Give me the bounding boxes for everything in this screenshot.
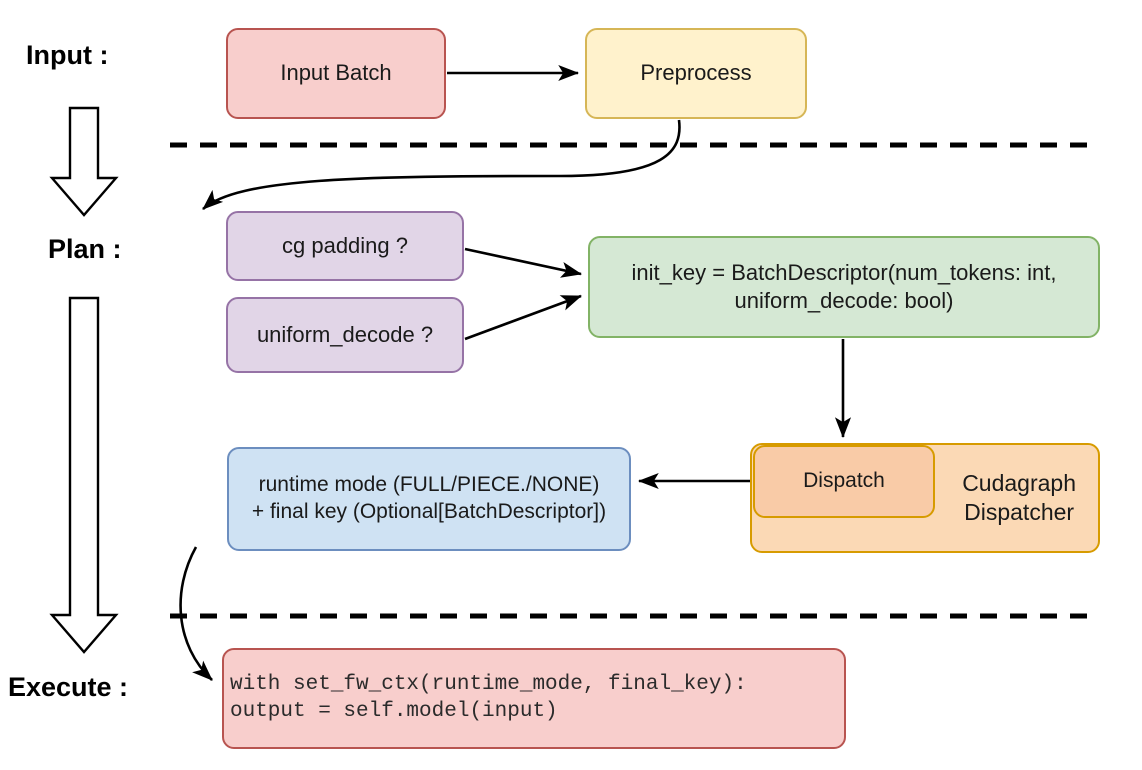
node-uniform-decode-label: uniform_decode ? <box>256 321 434 347</box>
node-uniform-decode[interactable]: uniform_decode ? <box>226 297 464 373</box>
node-cudagraph-dispatcher-label: Cudagraph Dispatcher <box>962 469 1076 525</box>
node-cg-padding[interactable]: cg padding ? <box>226 211 464 281</box>
node-runtime-mode-label: runtime mode (FULL/PIECE./NONE) + final … <box>251 473 607 523</box>
runtime-mode-to-code-arrow <box>179 546 213 681</box>
node-cg-padding-label: cg padding ? <box>282 232 408 258</box>
stage-label-execute: Execute : <box>8 672 129 702</box>
node-init-key-label: init_key = BatchDescriptor(num_tokens: i… <box>631 259 1057 313</box>
node-code-block-label: with set_fw_ctx(runtime_mode, final_key)… <box>230 672 747 723</box>
node-preprocess-label: Preprocess <box>640 60 752 86</box>
plan-to-execute-block-arrow <box>49 296 119 654</box>
input-to-plan-block-arrow <box>49 106 119 217</box>
uniform-decode-to-init-key-arrow <box>464 294 582 341</box>
node-preprocess[interactable]: Preprocess <box>585 28 807 119</box>
node-runtime-mode[interactable]: runtime mode (FULL/PIECE./NONE) + final … <box>227 447 631 551</box>
cg-padding-to-init-key-arrow <box>464 247 583 278</box>
stage-label-input: Input : <box>26 40 109 70</box>
node-code-block[interactable]: with set_fw_ctx(runtime_mode, final_key)… <box>222 648 846 749</box>
stage-label-plan: Plan : <box>48 234 122 264</box>
preprocess-to-cg-padding-arrow <box>202 119 681 210</box>
node-input-batch-label: Input Batch <box>280 60 392 86</box>
node-dispatch-label: Dispatch <box>803 469 885 493</box>
node-dispatch[interactable]: Dispatch <box>753 445 935 518</box>
node-input-batch[interactable]: Input Batch <box>226 28 446 119</box>
node-init-key[interactable]: init_key = BatchDescriptor(num_tokens: i… <box>588 236 1100 338</box>
